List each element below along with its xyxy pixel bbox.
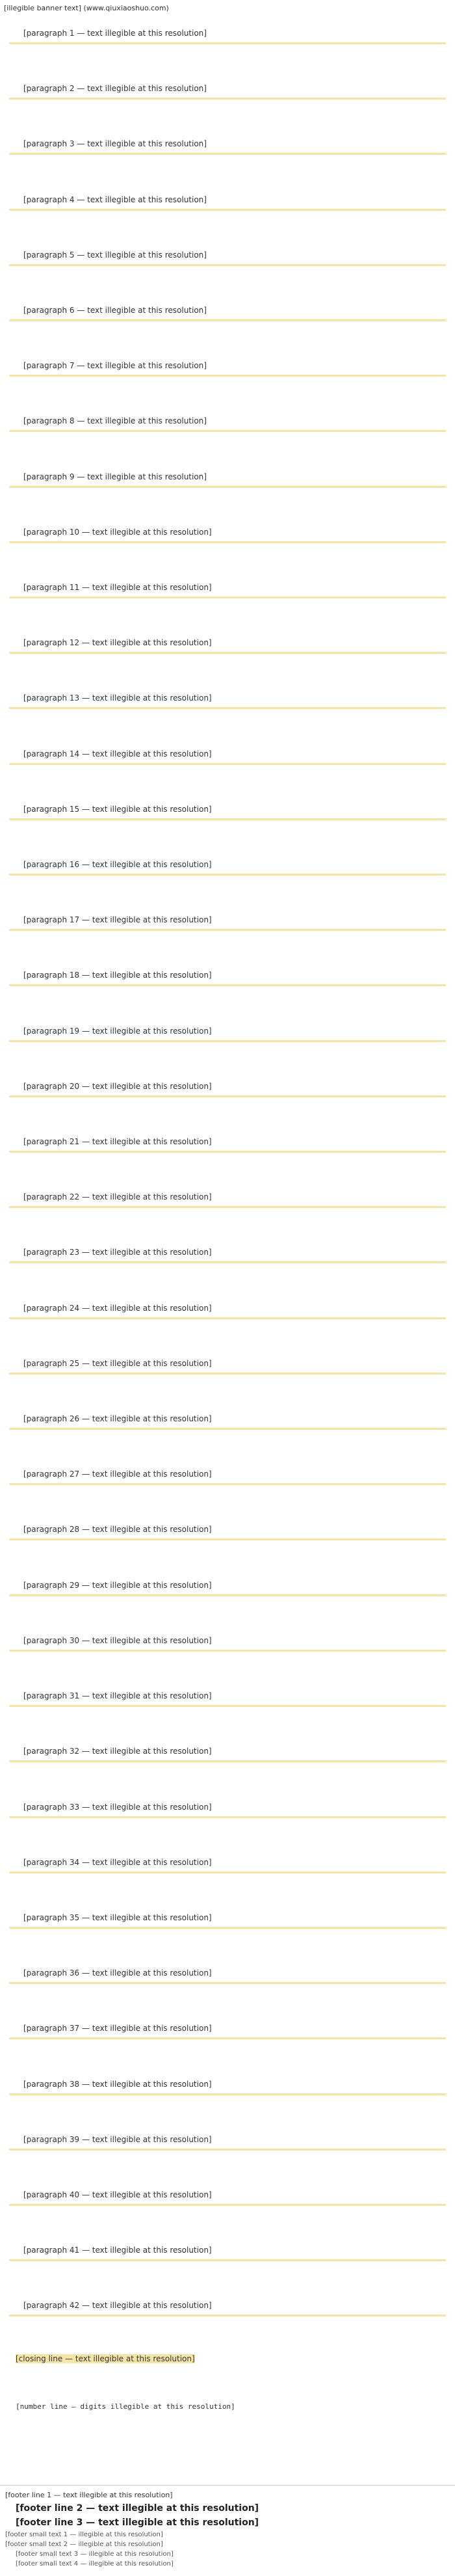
article-paragraph: [paragraph 2 — text illegible at this re… bbox=[9, 79, 446, 100]
article-paragraph: [paragraph 29 — text illegible at this r… bbox=[9, 1575, 446, 1596]
footer-small-4: [footer small text 4 — illegible at this… bbox=[16, 2560, 174, 2568]
article-paragraph: [paragraph 23 — text illegible at this r… bbox=[9, 1242, 446, 1264]
article-paragraph: [paragraph 27 — text illegible at this r… bbox=[9, 1464, 446, 1486]
article-paragraph: [paragraph 1 — text illegible at this re… bbox=[9, 23, 446, 44]
article-paragraph: [paragraph 38 — text illegible at this r… bbox=[9, 2074, 446, 2095]
article-paragraph: [paragraph 25 — text illegible at this r… bbox=[9, 1353, 446, 1375]
site-banner: [illegible banner text] (www.qiuxiaoshuo… bbox=[0, 0, 455, 17]
number-line: [number line — digits illegible at this … bbox=[16, 2402, 235, 2411]
article-paragraph: [paragraph 30 — text illegible at this r… bbox=[9, 1630, 446, 1652]
article-paragraph: [paragraph 35 — text illegible at this r… bbox=[9, 1907, 446, 1929]
article-paragraph: [paragraph 26 — text illegible at this r… bbox=[9, 1409, 446, 1430]
article-paragraph: [paragraph 31 — text illegible at this r… bbox=[9, 1686, 446, 1708]
article-paragraph: [paragraph 4 — text illegible at this re… bbox=[9, 189, 446, 211]
article-paragraph: [paragraph 5 — text illegible at this re… bbox=[9, 245, 446, 266]
article-paragraph: [paragraph 6 — text illegible at this re… bbox=[9, 301, 446, 322]
article-paragraph: [paragraph 28 — text illegible at this r… bbox=[9, 1520, 446, 1541]
article-paragraph: [paragraph 13 — text illegible at this r… bbox=[9, 688, 446, 710]
article-paragraph: [paragraph 37 — text illegible at this r… bbox=[9, 2019, 446, 2040]
article-paragraph: [paragraph 8 — text illegible at this re… bbox=[9, 411, 446, 433]
footer-small-3: [footer small text 3 — illegible at this… bbox=[16, 2551, 174, 2558]
article-paragraph: [paragraph 20 — text illegible at this r… bbox=[9, 1076, 446, 1097]
article-paragraph: [paragraph 3 — text illegible at this re… bbox=[9, 134, 446, 155]
article-paragraph: [paragraph 16 — text illegible at this r… bbox=[9, 855, 446, 876]
article-paragraph: [paragraph 21 — text illegible at this r… bbox=[9, 1132, 446, 1153]
article-paragraph: [paragraph 15 — text illegible at this r… bbox=[9, 799, 446, 820]
article-paragraph: [paragraph 24 — text illegible at this r… bbox=[9, 1298, 446, 1319]
article-paragraph: [paragraph 17 — text illegible at this r… bbox=[9, 910, 446, 932]
closing-text: [closing line — text illegible at this r… bbox=[16, 2354, 195, 2363]
article-paragraph: [paragraph 22 — text illegible at this r… bbox=[9, 1187, 446, 1209]
article-paragraph: [paragraph 11 — text illegible at this r… bbox=[9, 578, 446, 599]
article-paragraph: [paragraph 9 — text illegible at this re… bbox=[9, 466, 446, 488]
footer-small-1: [footer small text 1 — illegible at this… bbox=[5, 2531, 163, 2538]
article-paragraph: [paragraph 39 — text illegible at this r… bbox=[9, 2129, 446, 2151]
footer-small-2: [footer small text 2 — illegible at this… bbox=[5, 2541, 163, 2548]
article-paragraph: [paragraph 40 — text illegible at this r… bbox=[9, 2184, 446, 2206]
closing-line: [closing line — text illegible at this r… bbox=[9, 2352, 446, 2366]
banner-url[interactable]: (www.qiuxiaoshuo.com) bbox=[83, 4, 169, 12]
article-paragraph: [paragraph 18 — text illegible at this r… bbox=[9, 965, 446, 987]
footer-line-2: [footer line 2 — text illegible at this … bbox=[16, 2503, 259, 2514]
article-paragraph: [paragraph 10 — text illegible at this r… bbox=[9, 522, 446, 543]
article-paragraph: [paragraph 12 — text illegible at this r… bbox=[9, 633, 446, 654]
footer-line-3: [footer line 3 — text illegible at this … bbox=[16, 2517, 259, 2528]
footer-line-1[interactable]: [footer line 1 — text illegible at this … bbox=[5, 2491, 173, 2499]
article-paragraph: [paragraph 34 — text illegible at this r… bbox=[9, 1852, 446, 1873]
article-paragraph: [paragraph 36 — text illegible at this r… bbox=[9, 1963, 446, 1985]
article-paragraph: [paragraph 19 — text illegible at this r… bbox=[9, 1021, 446, 1042]
article-paragraph: [paragraph 42 — text illegible at this r… bbox=[9, 2296, 446, 2317]
article-paragraph: [paragraph 14 — text illegible at this r… bbox=[9, 744, 446, 765]
banner-text: [illegible banner text] bbox=[4, 4, 82, 12]
article-paragraph: [paragraph 33 — text illegible at this r… bbox=[9, 1797, 446, 1818]
site-footer: [footer line 1 — text illegible at this … bbox=[0, 2485, 455, 2576]
article-paragraph: [paragraph 41 — text illegible at this r… bbox=[9, 2240, 446, 2262]
article-paragraph: [paragraph 7 — text illegible at this re… bbox=[9, 356, 446, 377]
article-body: [paragraph 1 — text illegible at this re… bbox=[0, 23, 455, 2413]
article-paragraph: [paragraph 32 — text illegible at this r… bbox=[9, 1741, 446, 1763]
